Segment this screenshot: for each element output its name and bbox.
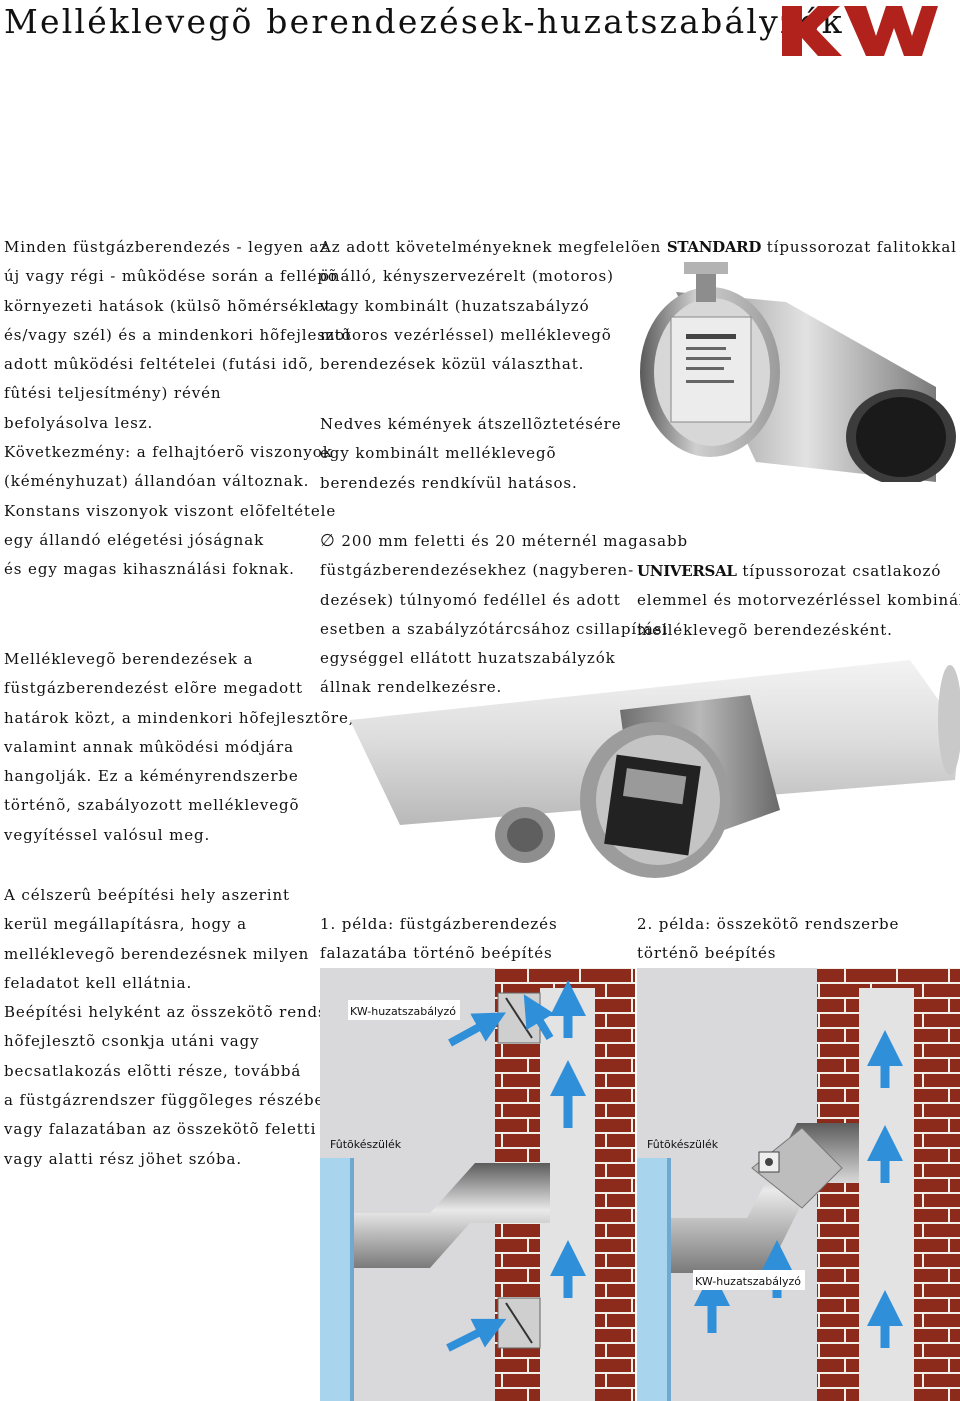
airflow-arrow bbox=[446, 1318, 507, 1352]
example1-diagram: KW-huzatszabályzó Fûtõkészülék bbox=[320, 968, 635, 1401]
heater-label: Fûtõkészülék bbox=[330, 1138, 402, 1151]
example2-diagram: Fûtõkészülék KW-huzatszabályzó bbox=[637, 968, 960, 1401]
diameter-icon: ∅ bbox=[320, 531, 336, 551]
page-title: Melléklevegõ berendezések-huzatszabályzó… bbox=[4, 2, 844, 41]
function-paragraph: Melléklevegõ berendezések a füstgázberen… bbox=[4, 650, 355, 844]
diameter-paragraph: ∅ 200 mm feletti és 20 méternél magasabb… bbox=[320, 531, 688, 697]
nedves-paragraph: Nedves kémények átszellõztetésére egy ko… bbox=[320, 415, 622, 492]
kw-logo bbox=[782, 6, 938, 56]
standard-damper-photo bbox=[640, 262, 956, 482]
example1-caption: 1. példa: füstgázberendezés falazatába t… bbox=[320, 915, 558, 963]
airflow-arrow bbox=[448, 1012, 507, 1047]
universal-damper-photo bbox=[350, 660, 960, 878]
installation-paragraph: A célszerû beépítési hely aszerint kerül… bbox=[4, 886, 354, 1168]
airflow-arrow bbox=[523, 994, 554, 1041]
intro-paragraph: Minden füstgázberendezés - legyen az új … bbox=[4, 238, 352, 579]
example2-caption: 2. példa: összekötõ rendszerbe történõ b… bbox=[637, 915, 900, 963]
heater-label: Fûtõkészülék bbox=[647, 1138, 719, 1151]
damper-label: KW-huzatszabályzó bbox=[695, 1275, 801, 1288]
universal-paragraph: UNIVERSAL típussorozat csatlakozó elemme… bbox=[637, 562, 960, 639]
standard-paragraph: Az adott követelményeknek megfelelõen ST… bbox=[320, 238, 957, 374]
damper-label: KW-huzatszabályzó bbox=[350, 1005, 456, 1018]
